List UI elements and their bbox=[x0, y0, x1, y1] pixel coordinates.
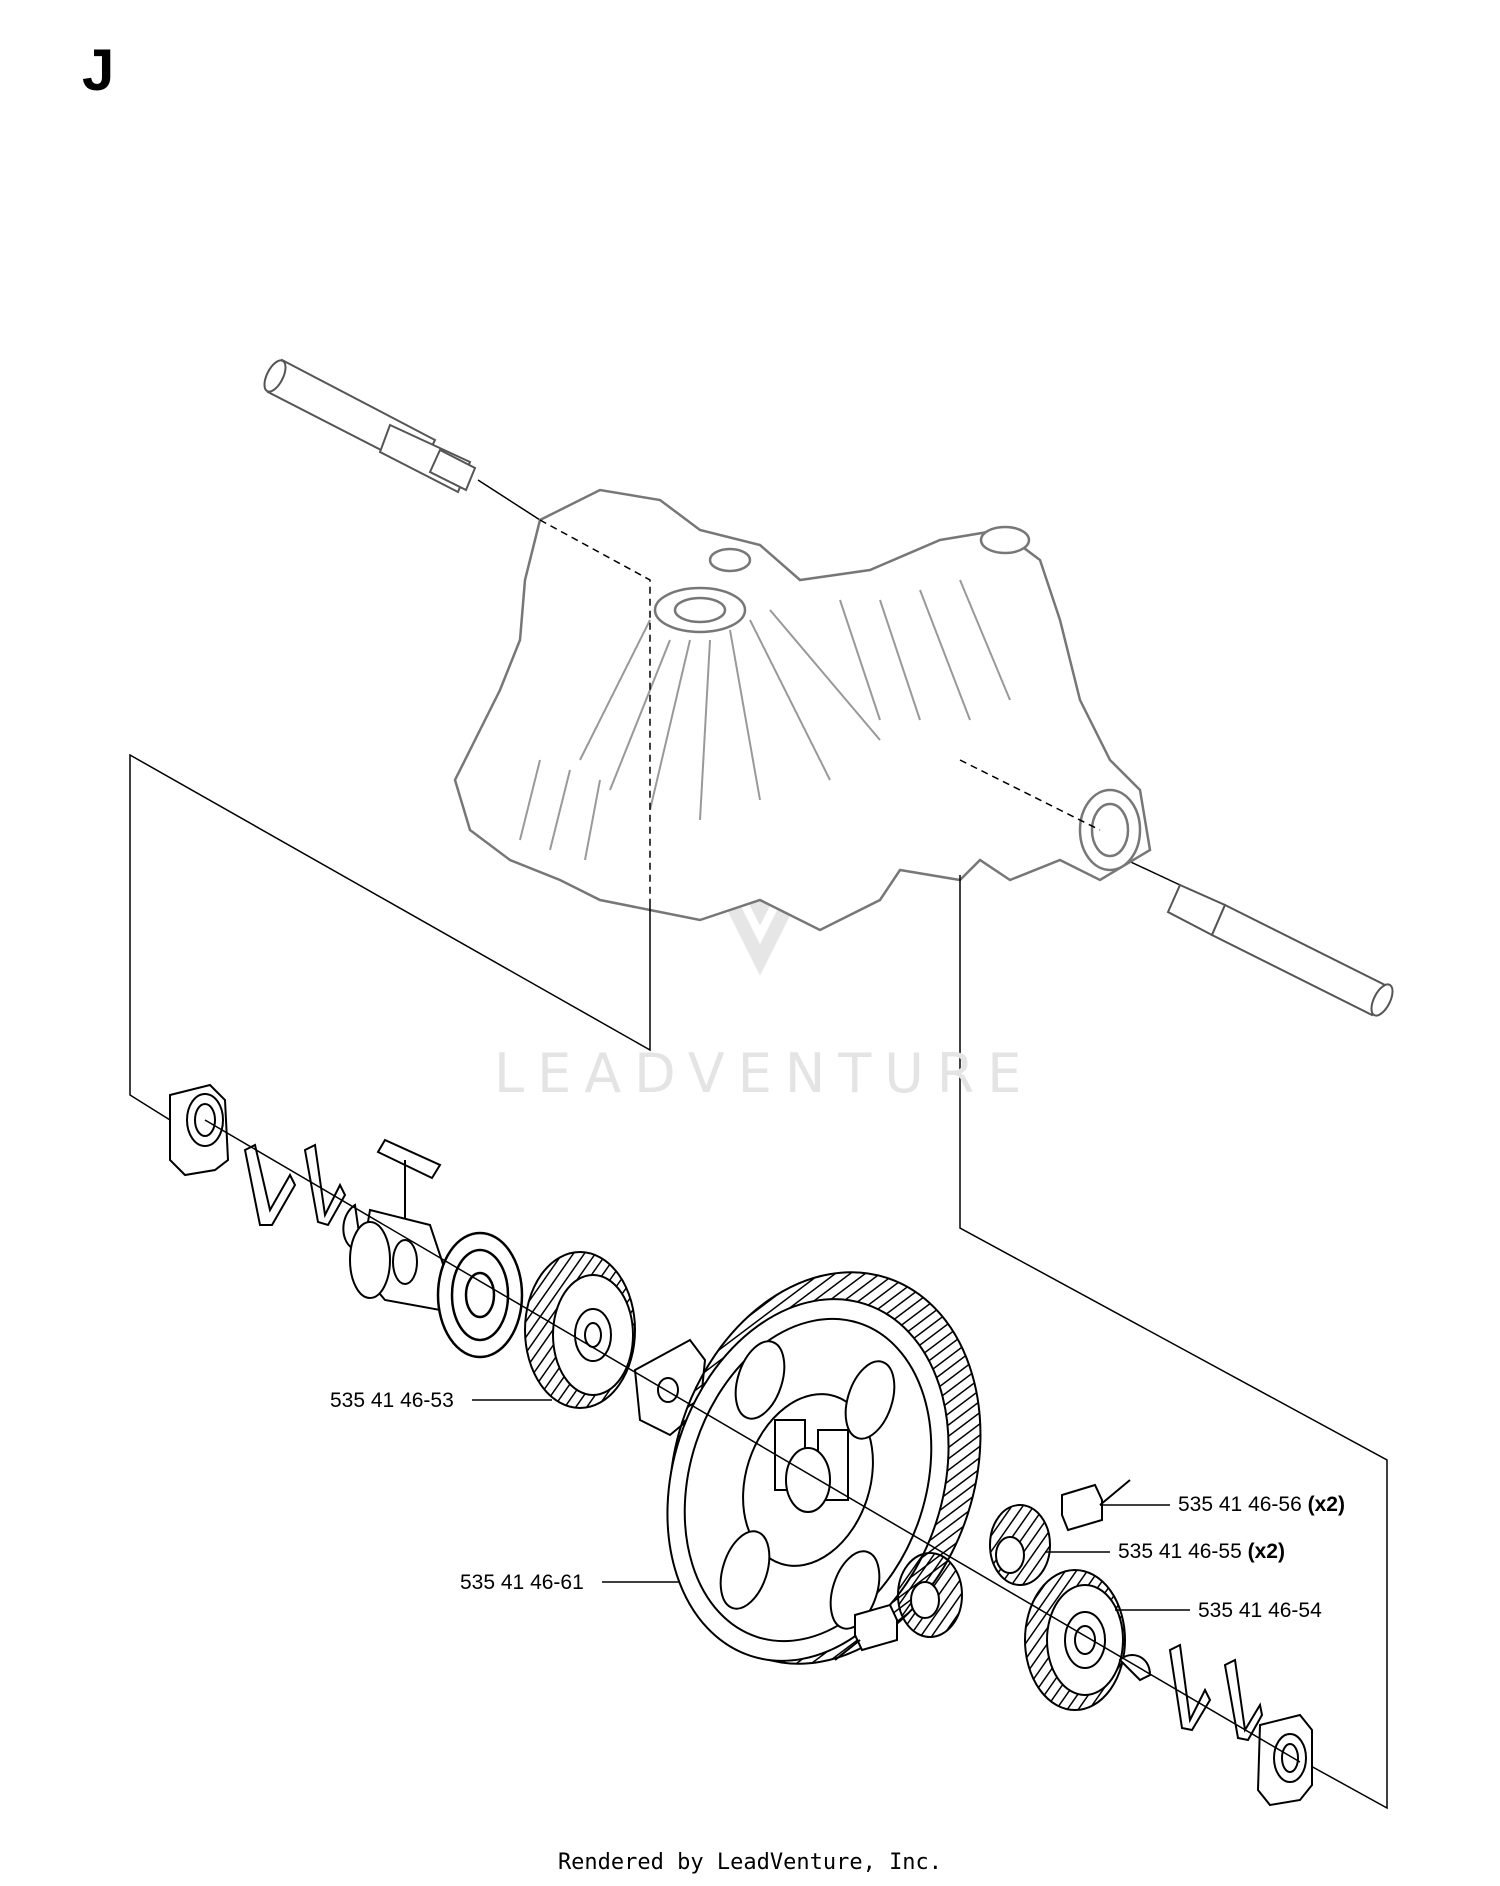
callout-535-41-46-53: 535 41 46-53 bbox=[330, 1390, 454, 1411]
right-bearing-block bbox=[1256, 1713, 1313, 1807]
transaxle-housing bbox=[453, 488, 1152, 932]
quantity: (x2) bbox=[1247, 1540, 1285, 1563]
upper-axle-shaft bbox=[263, 358, 541, 521]
left-shim-washers bbox=[243, 1143, 362, 1250]
part-number: 535 41 46-56 bbox=[1178, 1493, 1302, 1516]
callout-535-41-46-54: 535 41 46-54 bbox=[1198, 1600, 1322, 1621]
quantity: (x2) bbox=[1307, 1493, 1345, 1516]
part-number: 535 41 46-55 bbox=[1118, 1540, 1242, 1563]
part-number: 535 41 46-61 bbox=[460, 1571, 584, 1594]
lower-axle-shaft bbox=[1104, 849, 1394, 1017]
callout-535-41-46-56: 535 41 46-56 (x2) bbox=[1178, 1494, 1345, 1515]
left-bevel-gear bbox=[524, 1251, 636, 1409]
hidden-centerlines bbox=[539, 519, 1101, 900]
pinion-gears bbox=[897, 1504, 1051, 1638]
callout-535-41-46-55: 535 41 46-55 (x2) bbox=[1118, 1541, 1285, 1562]
cross-pin bbox=[376, 1138, 442, 1225]
callout-535-41-46-61: 535 41 46-61 bbox=[460, 1572, 584, 1593]
left-bearing bbox=[436, 1231, 524, 1359]
part-number: 535 41 46-53 bbox=[330, 1389, 454, 1412]
callout-leaders bbox=[472, 1399, 1190, 1611]
left-collar bbox=[349, 1208, 447, 1312]
right-bevel-gear bbox=[1024, 1569, 1126, 1711]
pinion-blocks bbox=[834, 1479, 1131, 1661]
assembly-axis bbox=[204, 1119, 1301, 1763]
right-shim-washers bbox=[1118, 1643, 1264, 1742]
left-bearing-block bbox=[169, 1083, 230, 1177]
section-letter: J bbox=[82, 38, 115, 103]
leader-lines bbox=[129, 753, 1388, 1810]
footer-credit: Rendered by LeadVenture, Inc. bbox=[557, 1850, 943, 1875]
ring-gear bbox=[666, 1271, 982, 1665]
watermark-text: LEADVENTURE bbox=[494, 1042, 1035, 1105]
part-number: 535 41 46-54 bbox=[1198, 1599, 1322, 1622]
